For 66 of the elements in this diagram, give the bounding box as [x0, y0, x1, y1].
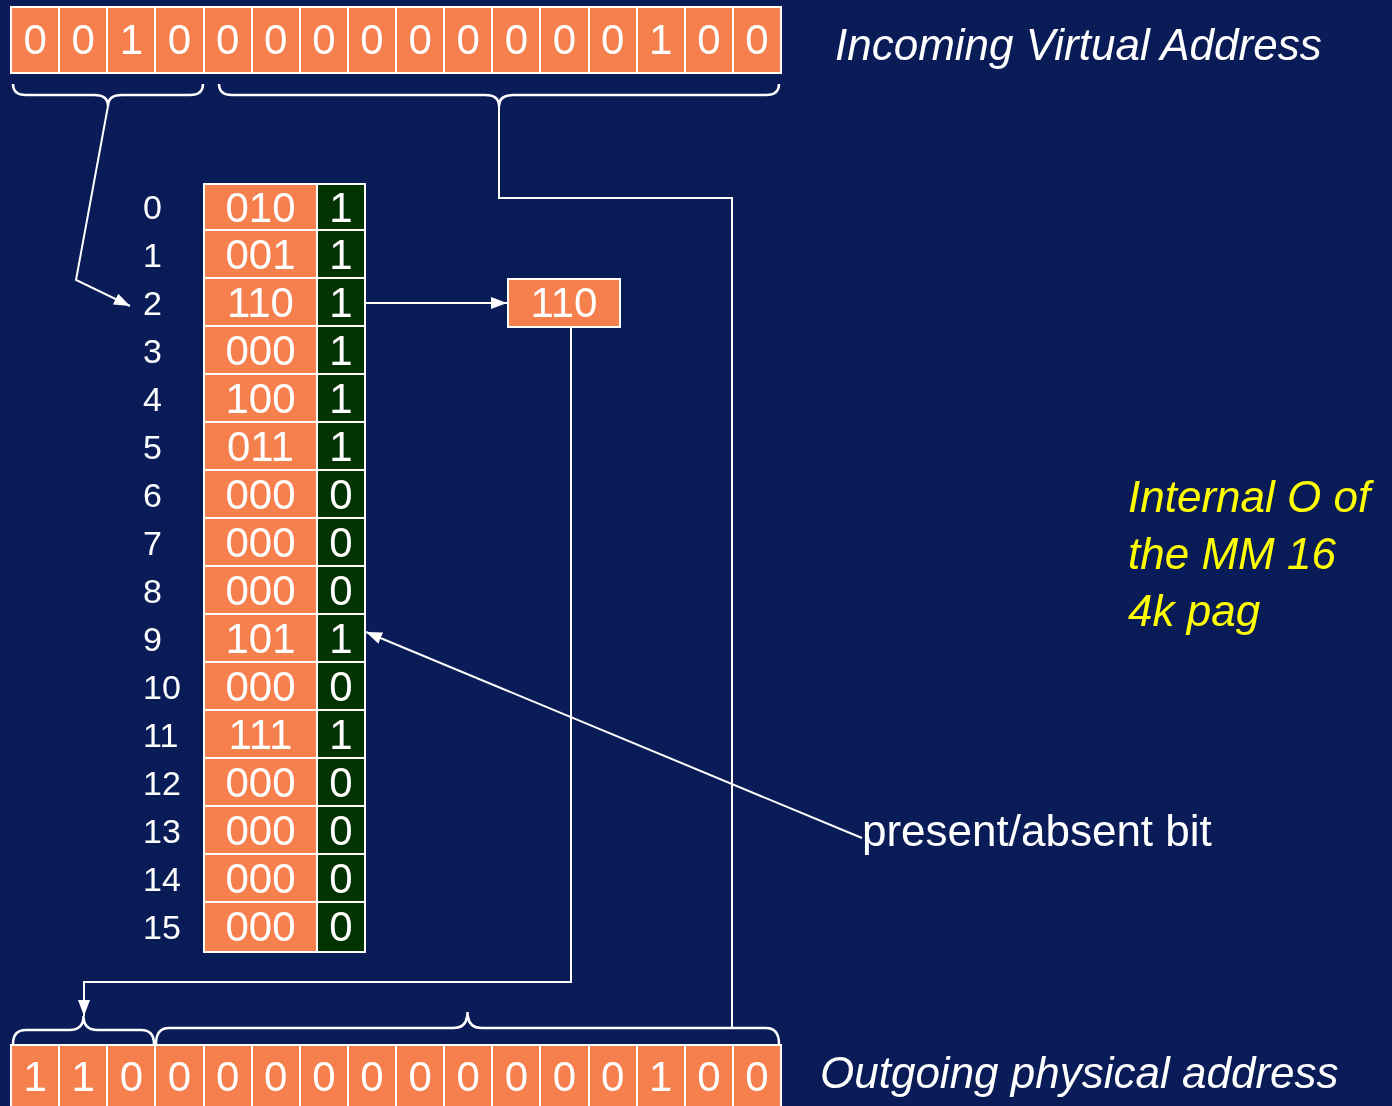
arrow — [365, 297, 508, 309]
bit-cell: 0 — [589, 8, 636, 72]
bit-cell: 0 — [60, 8, 107, 72]
bit-cell: 0 — [300, 1046, 347, 1106]
note-text: Internal O of the MM 16 4k pag — [1128, 468, 1380, 639]
address-caption: Outgoing physical address — [820, 1048, 1339, 1098]
bit-cell: 0 — [204, 8, 251, 72]
present-bit-cell: 0 — [316, 901, 366, 953]
row-index: 6 — [143, 474, 163, 516]
row-index: 2 — [143, 282, 163, 324]
row-index: 13 — [143, 810, 182, 852]
leader-line — [365, 631, 863, 839]
row-index: 12 — [143, 762, 182, 804]
curly-brace — [12, 84, 204, 106]
bit-cell: 0 — [685, 1046, 732, 1106]
bit-cell: 0 — [156, 8, 203, 72]
bit-cell: 0 — [397, 8, 444, 72]
curly-brace — [12, 1016, 155, 1044]
bit-cell: 0 — [300, 8, 347, 72]
bit-cell: 0 — [685, 8, 732, 72]
connector-line — [498, 105, 733, 1029]
row-index: 11 — [143, 714, 180, 756]
row-index: 10 — [143, 666, 182, 708]
bit-cell: 1 — [637, 1046, 684, 1106]
address-caption: Incoming Virtual Address — [835, 20, 1322, 70]
bit-register — [10, 6, 782, 74]
bit-cell: 1 — [12, 1046, 59, 1106]
curly-brace — [155, 1012, 780, 1044]
bit-cell: 0 — [204, 1046, 251, 1106]
bit-cell: 0 — [733, 8, 780, 72]
bit-cell: 0 — [493, 1046, 540, 1106]
bit-cell: 0 — [493, 8, 540, 72]
bit-register — [10, 1044, 782, 1106]
bit-cell: 1 — [637, 8, 684, 72]
bit-cell: 0 — [445, 8, 492, 72]
frame-number-box: 110 — [507, 278, 621, 328]
bit-cell: 0 — [733, 1046, 780, 1106]
bit-cell: 0 — [445, 1046, 492, 1106]
row-index: 4 — [143, 378, 163, 420]
bit-cell: 0 — [397, 1046, 444, 1106]
arrow — [78, 327, 572, 1017]
curly-brace — [218, 84, 780, 106]
row-index: 14 — [143, 858, 182, 900]
row-index: 15 — [143, 906, 182, 948]
callout-text: present/absent bit — [862, 806, 1282, 862]
row-index: 3 — [143, 330, 163, 372]
frame-number-cell: 000 — [203, 901, 318, 953]
bit-cell: 0 — [541, 1046, 588, 1106]
row-index: 9 — [143, 618, 163, 660]
bit-cell: 1 — [108, 8, 155, 72]
bit-cell: 0 — [108, 1046, 155, 1106]
bit-cell: 0 — [348, 1046, 395, 1106]
row-index: 5 — [143, 426, 163, 468]
bit-cell: 0 — [348, 8, 395, 72]
bit-cell: 0 — [252, 8, 299, 72]
bit-cell: 0 — [12, 8, 59, 72]
bit-cell: 1 — [60, 1046, 107, 1106]
row-index: 7 — [143, 522, 163, 564]
bit-cell: 0 — [156, 1046, 203, 1106]
bit-cell: 0 — [541, 8, 588, 72]
arrow — [74, 105, 131, 307]
row-index: 8 — [143, 570, 163, 612]
bit-cell: 0 — [589, 1046, 636, 1106]
row-index: 1 — [143, 234, 163, 276]
bit-cell: 0 — [252, 1046, 299, 1106]
row-index: 0 — [143, 186, 163, 228]
